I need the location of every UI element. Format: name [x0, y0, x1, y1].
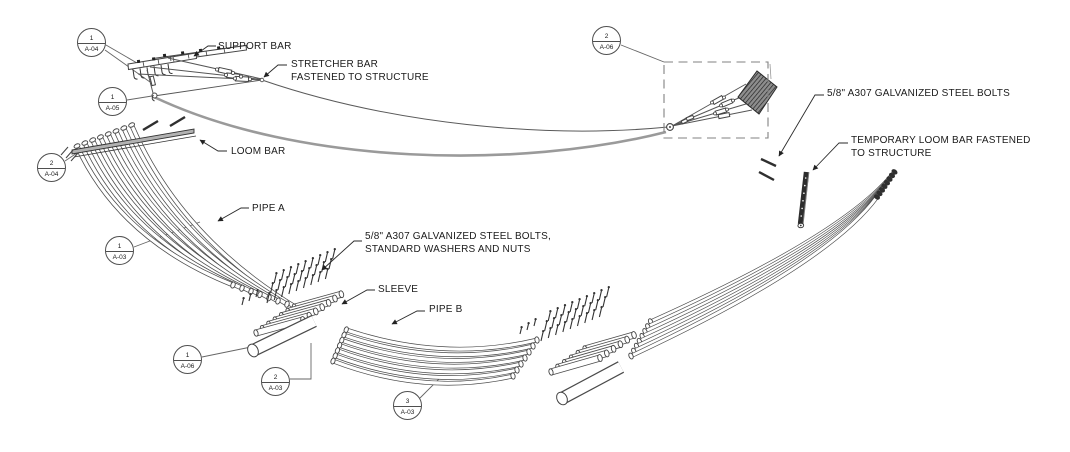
- detail-marker: 2 A-06: [592, 26, 621, 55]
- detail-marker: 3 A-03: [393, 391, 422, 420]
- temporary-loom-bar: [797, 171, 810, 229]
- marker-leader-lines: [64, 44, 665, 399]
- detail-marker: 1 A-05: [98, 87, 127, 116]
- detail-marker: 2 A-03: [261, 367, 290, 396]
- right-pipe-bundle: [628, 169, 898, 360]
- bolt-cluster-left: [241, 247, 336, 306]
- bolts-left-label: 5/8" A307 GALVANIZED STEEL BOLTS, STANDA…: [365, 231, 551, 255]
- pipe-a-bundle: [73, 122, 299, 311]
- pipe-a-label: PIPE A: [252, 203, 285, 214]
- sleeve-label: SLEEVE: [378, 284, 419, 295]
- detail-marker: 1 A-06: [173, 345, 202, 374]
- cable-end-assembly: [663, 61, 778, 139]
- label-leader-lines: [193, 45, 848, 325]
- stretcher-bar-label: STRETCHER BAR FASTENED TO STRUCTURE: [291, 59, 429, 83]
- detail-boundary-dashed-box: [663, 61, 769, 139]
- sleeve-stack-left: [253, 290, 345, 337]
- suspension-cables: [153, 79, 669, 157]
- detail-marker: 1 A-04: [77, 28, 106, 57]
- large-pipe-left: [247, 315, 317, 358]
- loom-bar-label: LOOM BAR: [231, 146, 286, 157]
- temporary-loom-bar-label: TEMPORARY LOOM BAR FASTENED TO STRUCTURE: [851, 135, 1031, 159]
- loose-bolts-right: [758, 157, 777, 182]
- detail-marker: 2 A-04: [37, 153, 66, 182]
- pipe-b-bundle: [330, 326, 540, 386]
- loose-bolts-left: [142, 115, 186, 132]
- large-pipe-right: [556, 361, 625, 406]
- bolt-cluster-right: [519, 285, 610, 342]
- pipe-b-label: PIPE B: [429, 304, 463, 315]
- support-bar-label: SUPPORT BAR: [218, 41, 292, 52]
- detail-marker: 1 A-03: [105, 236, 134, 265]
- bolts-right-label: 5/8" A307 GALVANIZED STEEL BOLTS: [827, 88, 1010, 99]
- loom-bar: [60, 115, 197, 162]
- support-stretcher-assembly: [127, 44, 265, 102]
- sleeve-stack-right: [548, 331, 637, 376]
